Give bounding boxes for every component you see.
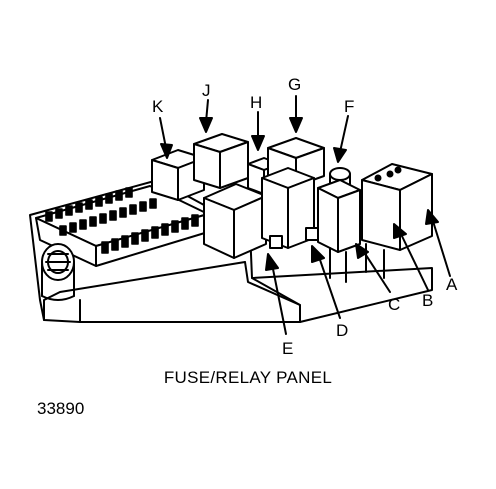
callout-k: K xyxy=(152,97,164,116)
item-d xyxy=(305,227,319,241)
callout-b: B xyxy=(422,291,433,310)
callout-g: G xyxy=(288,75,301,94)
terminal-leads xyxy=(329,243,385,283)
relay-front-left xyxy=(203,183,267,259)
callout-j: J xyxy=(202,81,211,100)
callout-arrows xyxy=(159,95,451,335)
relay-j xyxy=(193,133,249,189)
callout-f: F xyxy=(344,97,354,116)
item-e xyxy=(269,235,283,249)
round-connector xyxy=(41,243,75,301)
callout-a: A xyxy=(446,275,458,294)
fuse-block xyxy=(35,185,209,267)
relay-ab xyxy=(361,163,433,251)
callout-d: D xyxy=(336,321,348,340)
figure-caption: FUSE/RELAY PANEL xyxy=(163,368,333,387)
callout-h: H xyxy=(250,93,262,112)
relay-c xyxy=(317,179,361,253)
callout-c: C xyxy=(388,295,400,314)
callout-e: E xyxy=(282,339,293,358)
figure-number: 33890 xyxy=(37,399,85,418)
